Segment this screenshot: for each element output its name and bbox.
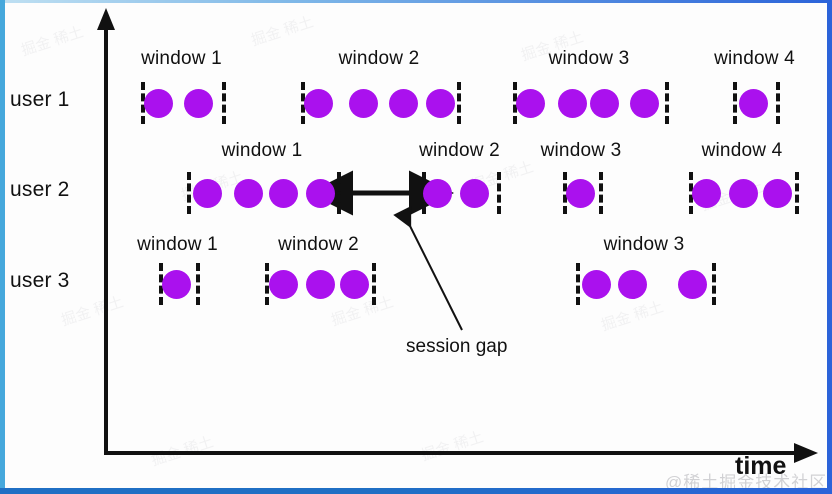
event-dot xyxy=(630,89,659,118)
row-label-user-3: user 3 xyxy=(10,269,70,292)
row-label-user-1: user 1 xyxy=(10,88,70,111)
event-dot xyxy=(678,270,707,299)
window-bracket-right xyxy=(776,82,780,124)
window-bracket-left xyxy=(187,172,191,214)
event-dot xyxy=(729,179,758,208)
event-dot xyxy=(739,89,768,118)
window-bracket-right xyxy=(222,82,226,124)
event-dot xyxy=(558,89,587,118)
window-title: window 2 xyxy=(338,48,420,69)
window-bracket-left xyxy=(733,82,737,124)
corner-watermark: @稀土掘金技术社区 xyxy=(665,473,828,492)
event-dot xyxy=(763,179,792,208)
window-bracket-right xyxy=(712,263,716,305)
event-dot xyxy=(162,270,191,299)
event-dot xyxy=(516,89,545,118)
event-dot xyxy=(306,270,335,299)
event-dot xyxy=(618,270,647,299)
event-dot xyxy=(306,179,335,208)
window-bracket-left xyxy=(141,82,145,124)
window-title: window 1 xyxy=(137,234,218,255)
event-dot xyxy=(460,179,489,208)
window-title: window 3 xyxy=(603,234,685,255)
y-axis xyxy=(97,8,115,455)
frame-bottom-border xyxy=(0,488,832,494)
event-dot xyxy=(582,270,611,299)
event-dot xyxy=(269,179,298,208)
window-bracket-right xyxy=(795,172,799,214)
window-bracket-right xyxy=(497,172,501,214)
window-bracket-right xyxy=(337,172,341,214)
x-axis-label: time xyxy=(735,452,787,480)
window-bracket-left xyxy=(159,263,163,305)
window-bracket-right xyxy=(599,172,603,214)
frame-left-border xyxy=(0,0,5,494)
window-bracket-left xyxy=(689,172,693,214)
event-dot xyxy=(590,89,619,118)
window-bracket-right xyxy=(372,263,376,305)
window-title: window 3 xyxy=(540,140,622,161)
event-dot xyxy=(426,89,455,118)
event-dot xyxy=(423,179,452,208)
event-dot xyxy=(566,179,595,208)
window-title: window 2 xyxy=(278,234,359,255)
event-dot xyxy=(234,179,263,208)
window-bracket-left xyxy=(301,82,305,124)
window-title: window 2 xyxy=(419,140,500,161)
window-bracket-right xyxy=(665,82,669,124)
event-dot xyxy=(389,89,418,118)
event-dot xyxy=(340,270,369,299)
window-title: window 1 xyxy=(221,140,303,161)
event-dot xyxy=(304,89,333,118)
window-title: window 4 xyxy=(714,48,795,69)
row-label-user-2: user 2 xyxy=(10,178,70,201)
event-dot xyxy=(692,179,721,208)
window-bracket-left xyxy=(513,82,517,124)
window-title: window 3 xyxy=(548,48,630,69)
session-gap-leader-line xyxy=(393,205,463,331)
window-bracket-left xyxy=(265,263,269,305)
event-dot xyxy=(269,270,298,299)
window-title: window 1 xyxy=(141,48,222,69)
event-dot xyxy=(184,89,213,118)
window-bracket-left xyxy=(563,172,567,214)
x-axis xyxy=(104,443,818,463)
event-dot xyxy=(144,89,173,118)
window-title: window 4 xyxy=(701,140,783,161)
window-bracket-left xyxy=(576,263,580,305)
event-dot xyxy=(193,179,222,208)
session-gap-label: session gap xyxy=(406,336,508,357)
frame-right-border xyxy=(827,0,832,494)
frame-top-border xyxy=(0,0,832,3)
window-bracket-right xyxy=(457,82,461,124)
window-bracket-right xyxy=(196,263,200,305)
event-dot xyxy=(349,89,378,118)
